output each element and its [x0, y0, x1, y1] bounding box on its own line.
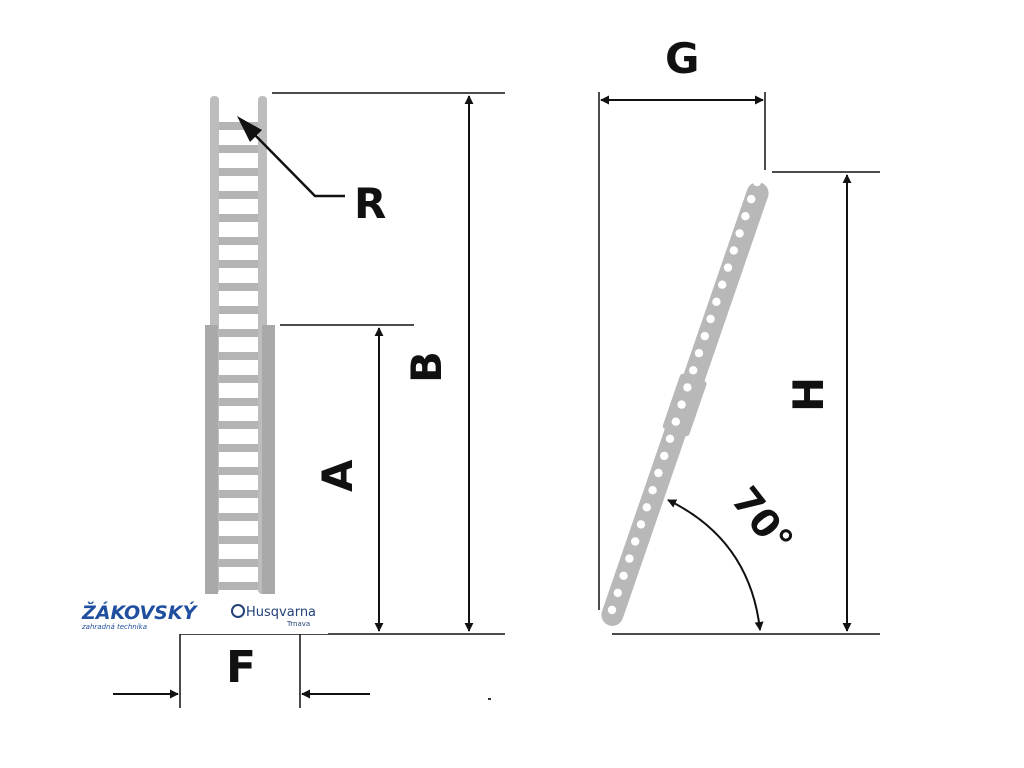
ladder-rung — [219, 536, 258, 544]
label-f: F — [226, 642, 256, 693]
rung-hole — [735, 229, 744, 238]
label-r: R — [354, 179, 386, 228]
zakovsky-tagline: zahradná technika — [81, 623, 147, 631]
husqvarna-name: Husqvarna — [246, 605, 316, 620]
ladder-rung — [219, 237, 258, 245]
ladder-rung — [219, 191, 258, 199]
rung-hole — [607, 605, 617, 615]
lower-left-rail — [205, 325, 218, 595]
ladder-rung — [219, 168, 258, 176]
label-a: A — [313, 459, 362, 492]
label-angle: 70° — [723, 478, 802, 562]
label-h: H — [784, 377, 833, 412]
logo-strip — [78, 594, 328, 634]
ladder-rung — [219, 444, 258, 452]
rung-hole — [677, 400, 686, 409]
ladder-rungs — [219, 122, 258, 590]
ladder-rung — [219, 513, 258, 521]
ladder-rung — [219, 283, 258, 291]
ladder-rung-holes — [607, 177, 762, 615]
rung-hole — [683, 383, 692, 392]
leaning-ladder-side-view — [601, 177, 769, 626]
ladder-rung — [219, 214, 258, 222]
ladder-rung — [219, 582, 258, 590]
ladder-rung — [219, 375, 258, 383]
ladder-rung — [219, 122, 258, 130]
ladder-rung — [219, 559, 258, 567]
label-b: B — [402, 351, 451, 383]
rung-hole — [747, 194, 756, 204]
husqvarna-emblem-icon — [231, 604, 245, 618]
ladder-rung — [219, 467, 258, 475]
rung-hole — [636, 520, 646, 529]
zakovsky-logo: ŽÁKOVSKÝ — [81, 601, 199, 624]
ladder-rung — [219, 329, 258, 337]
ladder-rung — [219, 490, 258, 498]
rung-hole — [694, 349, 704, 358]
rung-hole — [700, 331, 709, 341]
ladder-rung — [219, 352, 258, 360]
ladder-rung — [219, 398, 258, 406]
rung-hole — [660, 451, 669, 461]
rung-pointer-r — [237, 116, 345, 198]
rung-hole — [665, 434, 675, 443]
ladder-rung — [219, 421, 258, 429]
rung-hole — [648, 486, 657, 495]
rung-hole — [729, 246, 738, 255]
husqvarna-location: Trnava — [286, 620, 310, 628]
rung-hole — [706, 314, 715, 324]
rung-hole — [718, 280, 727, 289]
rung-hole — [619, 571, 628, 580]
rung-hole — [689, 366, 698, 375]
rung-hole — [712, 297, 721, 306]
ladder-rung — [219, 306, 258, 314]
ladder-rung — [219, 145, 258, 153]
angle-arc — [667, 499, 764, 631]
rung-hole — [625, 554, 634, 563]
husqvarna-logo: Husqvarna Trnava — [231, 604, 316, 628]
rung-hole — [631, 537, 640, 546]
lower-right-rail — [262, 325, 275, 595]
label-g: G — [665, 34, 699, 83]
rung-hole — [642, 503, 651, 512]
ladder-rung — [219, 260, 258, 268]
rung-hole — [752, 177, 762, 187]
rung-hole — [671, 417, 680, 426]
rung-hole — [741, 212, 750, 221]
rung-hole — [654, 468, 663, 478]
extended-ladder-front-view — [205, 96, 275, 595]
rung-hole — [613, 588, 622, 598]
small-mark — [488, 698, 491, 700]
rung-hole — [723, 263, 733, 272]
